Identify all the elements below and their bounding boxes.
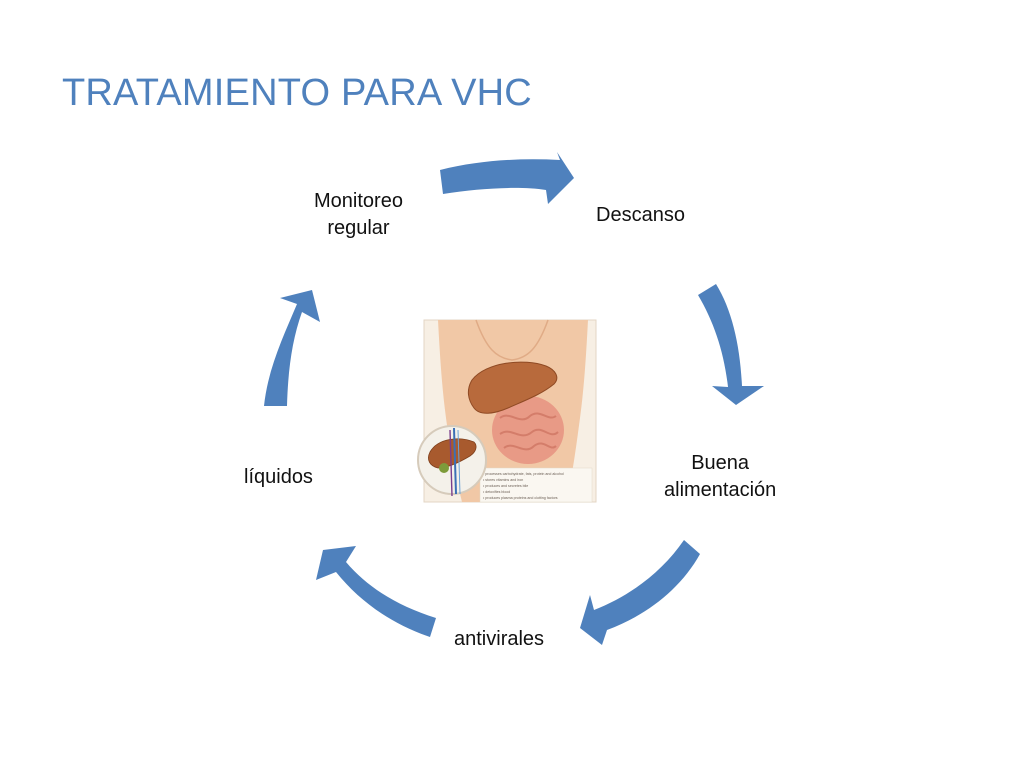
node-buena-alimentacion: Buena alimentación [664, 452, 777, 501]
slide-title: TRATAMIENTO PARA VHC [62, 72, 532, 114]
liver [467, 361, 558, 414]
arrow-antivirales-to-liquidos [316, 546, 436, 637]
intestines [492, 396, 564, 464]
svg-text:• processes carbohydrate, fats: • processes carbohydrate, fats, protein … [483, 472, 565, 500]
node-liquidos: líquidos [244, 466, 313, 488]
arrow-alimentacion-to-antivirales [580, 540, 700, 645]
liver-anatomy-illustration: • processes carbohydrate, fats, protein … [417, 319, 597, 503]
arrow-descanso-to-alimentacion [698, 284, 764, 405]
arrow-liquidos-to-monitoreo [264, 290, 320, 406]
caption-box [479, 467, 593, 503]
node-monitoreo-regular: Monitoreo regular [314, 190, 403, 239]
node-antivirales: antivirales [454, 628, 545, 650]
arrow-monitoreo-to-descanso [440, 152, 574, 204]
node-descanso: Descanso [596, 204, 685, 226]
